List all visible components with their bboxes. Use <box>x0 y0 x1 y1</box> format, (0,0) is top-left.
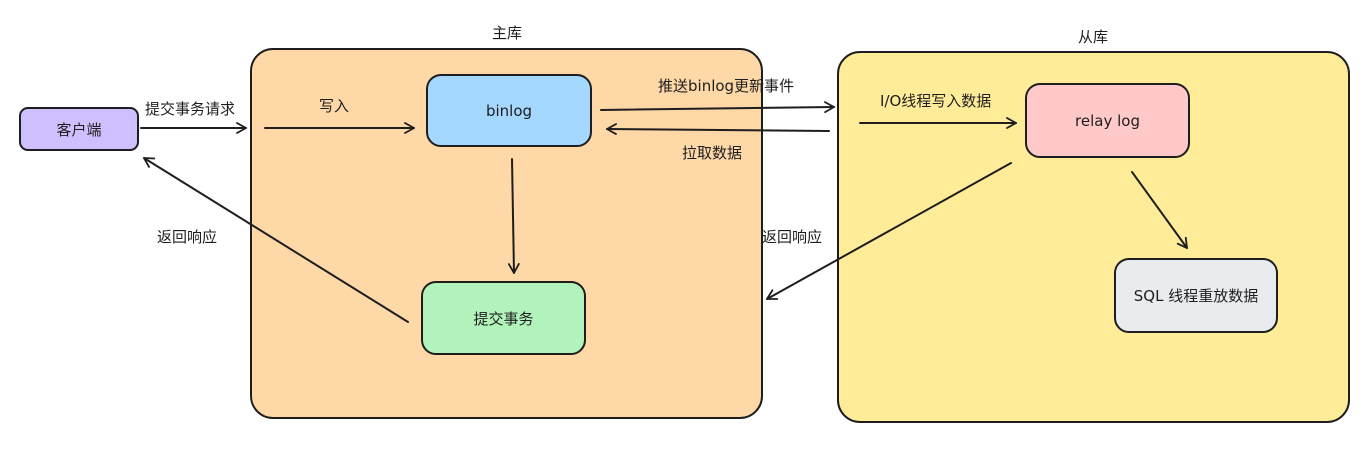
edge-label-submit-request: 提交事务请求 <box>145 100 236 118</box>
arrow-push-binlog <box>600 101 835 114</box>
edge-label-return-response-client: 返回响应 <box>157 228 218 246</box>
slave-container-label: 从库 <box>1078 28 1109 46</box>
edge-label-return-response-master: 返回响应 <box>762 228 823 246</box>
arrow-return-response-master <box>766 162 1012 300</box>
commit-node-label: 提交事务 <box>473 309 534 328</box>
relay-log-node-label: relay log <box>1075 111 1140 130</box>
binlog-node-label: binlog <box>485 101 533 120</box>
binlog-node <box>426 74 592 147</box>
edge-label-write: 写入 <box>319 97 350 115</box>
client-node-label: 客户端 <box>56 120 102 139</box>
relay-log-node <box>1025 83 1190 158</box>
edge-label-io-thread-write: I/O线程写入数据 <box>880 92 992 110</box>
arrow-binlog-to-commit <box>507 158 520 274</box>
sql-thread-node <box>1114 258 1278 333</box>
arrow-pull-data <box>606 123 830 135</box>
master-container <box>250 48 763 419</box>
master-container-label: 主库 <box>492 24 523 42</box>
arrow-relay-to-sql <box>1131 171 1188 249</box>
edge-label-pull-data: 拉取数据 <box>682 144 743 162</box>
arrow-return-response-client <box>143 157 409 323</box>
sql-thread-node-label: SQL 线程重放数据 <box>1133 287 1259 305</box>
commit-node <box>421 281 586 355</box>
client-node <box>19 107 139 151</box>
edge-label-push-binlog: 推送binlog更新事件 <box>658 77 795 95</box>
